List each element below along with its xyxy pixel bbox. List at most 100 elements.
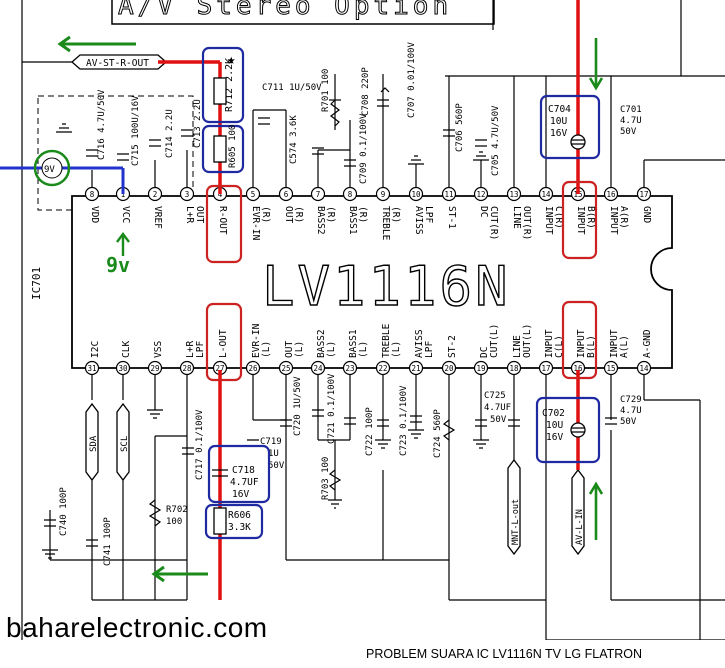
ic-pin-number: 14 — [639, 364, 649, 373]
label-c718-name: C718 — [232, 465, 255, 476]
ic-part-number: LV1116N — [262, 255, 511, 318]
label-c701-name: C701 — [620, 105, 642, 115]
ic-pin-name: (L) — [294, 341, 305, 358]
ic-pin-name: (R) — [325, 206, 336, 223]
ic-pin-name: BASS1 — [347, 206, 358, 235]
label-r702-value: 100 — [166, 517, 182, 527]
label-c740: C740 100P — [59, 487, 69, 536]
label-c704-voltage: 16V — [550, 128, 567, 139]
ic-pin-number: 16 — [606, 190, 616, 199]
ic-pin-name: (L) — [391, 341, 402, 358]
ic-pin-name: TREBLE — [380, 206, 391, 241]
ic-pin-name: R-OUT — [217, 206, 228, 235]
ic-pin-name: LINE — [512, 335, 523, 358]
label-r701: R701 100 — [321, 69, 331, 112]
ic-pin-number: 15 — [606, 364, 615, 373]
label-c705: C705 4.7U/50V — [491, 105, 501, 176]
ic-pin-name: (L) — [326, 341, 337, 358]
label-c729-value: 4.7U — [620, 406, 642, 416]
ic-pin-name: GND — [641, 206, 652, 223]
label-c702-voltage: 16V — [546, 432, 563, 443]
ic-pin-name: OUT — [283, 206, 294, 223]
ic-pin-number: 23 — [345, 364, 354, 373]
ic-pin-name: L+R — [185, 341, 196, 358]
ic-pin-name: CUT(L) — [489, 324, 500, 358]
ic-ref-label: IC701 — [30, 267, 43, 300]
label-c704-name: C704 — [548, 104, 571, 115]
ic-pin-name: C(R) — [553, 206, 564, 229]
ic-pin-number: 27 — [215, 364, 224, 373]
ic-pin-number: 2 — [153, 190, 158, 199]
ic-pin-name: VREF — [152, 206, 163, 229]
ic-pin-name: (R) — [357, 206, 368, 223]
ic-pin-name: A-GND — [642, 329, 653, 358]
ic-pin-name: INPUT — [576, 329, 587, 358]
ground-symbols — [42, 123, 489, 559]
ic-pin-name: CUT(R) — [488, 206, 499, 240]
ic-pin-name: B(L) — [586, 335, 597, 358]
ic-pin-name: (R) — [390, 206, 401, 223]
label-c725-voltage: 50V — [490, 415, 507, 425]
ic-pin-number: 9 — [381, 190, 386, 199]
svg-text:MNT-L-out: MNT-L-out — [511, 499, 521, 545]
label-c741: C741 100P — [103, 517, 113, 566]
ic-pin-name: EVR-IN — [250, 206, 261, 241]
label-r702-name: R702 — [166, 505, 188, 515]
label-c702-value: 10U — [546, 420, 563, 431]
ic-pin-number: 8 — [348, 190, 353, 199]
label-r606-name: R606 — [228, 510, 251, 521]
label-r606-value: 3.3K — [228, 522, 251, 533]
mnt-l-out-label: MNT-L-out — [507, 458, 521, 556]
c702-symbol — [570, 422, 586, 438]
highlight-input-b-r — [561, 180, 598, 260]
svg-text:SCL: SCL — [120, 436, 130, 452]
ic-pin-name: LPF — [423, 206, 434, 223]
nine-v-label: 9v — [106, 253, 130, 277]
ic-pin-name: INPUT — [575, 206, 586, 235]
footer-caption: PROBLEM SUARA IC LV1116N TV LG FLATRON — [366, 647, 643, 661]
ic-pin-name: VCC — [120, 206, 131, 223]
ic-pin-name: I2C — [90, 341, 101, 358]
ic-pin-name: VDD — [89, 206, 100, 223]
label-c729-voltage: 50V — [620, 417, 637, 427]
header-banner: A/V Stereo Option — [111, 0, 495, 25]
av-l-in-label: AV-L-IN — [571, 468, 585, 556]
green-annotations: 9V 9v — [33, 35, 604, 583]
label-c723: C723 0.1/100V — [399, 385, 409, 456]
label-c711: C711 1U/50V — [262, 83, 322, 93]
sda-label: SDA — [85, 402, 99, 482]
ic-pin-name: OUT — [194, 206, 205, 223]
ic-pin-name: OUT(L) — [522, 324, 533, 358]
ic-pin-name: B(R) — [585, 206, 596, 229]
highlight-c704 — [539, 94, 601, 160]
svg-text:AV-L-IN: AV-L-IN — [575, 509, 585, 545]
highlight-boxes — [201, 46, 601, 540]
label-c701-value: 4.7U — [620, 116, 642, 126]
label-c716: C716 4.7U/50V — [97, 89, 107, 160]
ic-pin-number: 21 — [411, 364, 420, 373]
label-c706: C706 560P — [455, 103, 465, 152]
label-c720: C720 1U/50V — [293, 376, 303, 436]
label-c707: C707 0.01/100V — [407, 42, 417, 118]
arrow-left-top — [57, 35, 136, 53]
r712-body — [213, 77, 227, 105]
ic-pin-number: 22 — [378, 364, 387, 373]
c718-symbol — [212, 469, 228, 477]
nine-v-circle — [33, 149, 71, 187]
